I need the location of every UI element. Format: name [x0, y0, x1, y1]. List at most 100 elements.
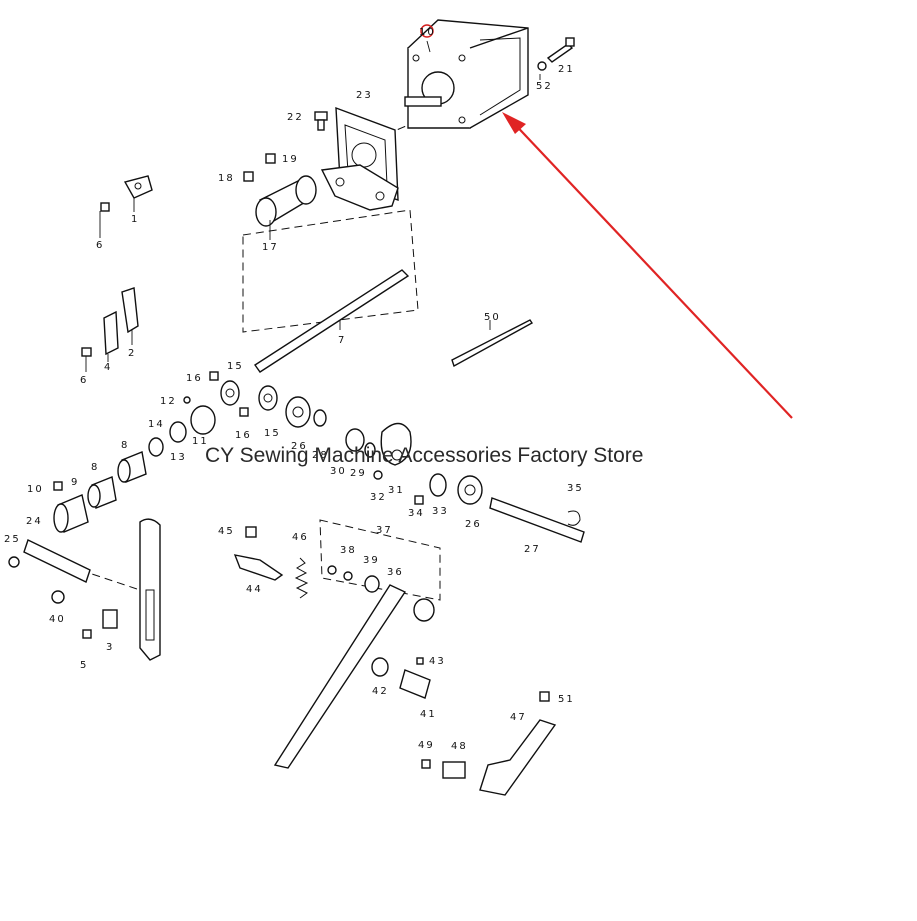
shaft-part-7 — [254, 269, 410, 373]
screw-part-16-left — [209, 371, 219, 381]
pin-part-36 — [413, 598, 435, 622]
screw-part-12 — [183, 396, 191, 404]
lever-part — [139, 518, 161, 661]
part-label: 28 — [312, 450, 329, 461]
part-label: 18 — [218, 173, 235, 184]
screw-part-21 — [546, 37, 575, 63]
motor-part-10 — [404, 19, 529, 129]
part-label: 48 — [451, 741, 468, 752]
part-label: 52 — [536, 81, 553, 92]
part-label: 3 — [106, 642, 114, 653]
screw-part-40 — [51, 590, 65, 604]
screw-part-18 — [243, 171, 254, 182]
part-label: 15 — [264, 428, 281, 439]
part-label: 14 — [148, 419, 165, 430]
part-label: 21 — [558, 64, 575, 75]
part-label: 33 — [432, 506, 449, 517]
part-label: 34 — [408, 508, 425, 519]
part-label: 42 — [372, 686, 389, 697]
part-label: 6 — [96, 240, 104, 251]
collar-part-33 — [429, 473, 447, 497]
part-label: 16 — [235, 430, 252, 441]
bearing-part-29 — [364, 442, 376, 458]
part-label: 17 — [262, 242, 279, 253]
part-label: 7 — [338, 335, 346, 346]
part-label: 40 — [49, 614, 66, 625]
nut-part-38 — [343, 571, 353, 581]
part-label: 51 — [558, 694, 575, 705]
part-label: 11 — [192, 436, 209, 447]
part-label: 2 — [128, 348, 136, 359]
part-label: 49 — [418, 740, 435, 751]
bracket-part-44 — [233, 554, 284, 581]
screw-part-32 — [373, 470, 383, 480]
part-label: 29 — [350, 468, 367, 479]
pointer-arrow — [502, 112, 793, 419]
screw-part-49 — [421, 759, 431, 769]
screw-part-16-right — [239, 407, 249, 417]
part-label: 1 — [131, 214, 139, 225]
store-watermark: CY Sewing Machine Accessories Factory St… — [205, 444, 644, 467]
coupling-part-17 — [255, 175, 317, 227]
part-label: 22 — [287, 112, 304, 123]
part-label: 23 — [356, 90, 373, 101]
part-label: 16 — [186, 373, 203, 384]
screw-part-small — [327, 565, 337, 575]
part-label: 45 — [218, 526, 235, 537]
part-label: 19 — [282, 154, 299, 165]
part-label: 47 — [510, 712, 527, 723]
leader-lines — [85, 40, 541, 372]
bracket-part-47 — [479, 719, 557, 796]
spring-part-46 — [294, 557, 309, 599]
pin-part-41 — [399, 669, 431, 699]
part-label: 32 — [370, 492, 387, 503]
part-label: 38 — [340, 545, 357, 556]
part-label: 25 — [4, 534, 21, 545]
bracket-part — [320, 164, 399, 211]
cable-tie-part-50 — [451, 319, 534, 368]
part-label: 8 — [121, 440, 129, 451]
part-label: 31 — [388, 485, 405, 496]
collar-part-15-left — [220, 380, 240, 406]
block-part-3 — [102, 609, 118, 629]
washer-part-52 — [537, 61, 547, 71]
clamp-part-1 — [123, 175, 153, 199]
part-label: 37 — [376, 525, 393, 536]
part-label: 10 — [27, 484, 44, 495]
part-label: 26 — [465, 519, 482, 530]
roller-part-8-bottom — [87, 476, 117, 509]
collar-part-15-right — [258, 385, 278, 411]
link-part-24 — [23, 539, 91, 583]
screw-part-25 — [8, 556, 20, 568]
plate-part-2 — [121, 287, 139, 334]
bearing-part-11 — [190, 405, 216, 435]
bearing-part-30 — [345, 428, 365, 452]
part-label: 4 — [104, 362, 112, 373]
washer-part-28 — [313, 409, 327, 427]
part-label: 6 — [80, 375, 88, 386]
roller-part-8-top — [117, 451, 147, 483]
bearing-part-13 — [169, 421, 187, 443]
lever-arm-part — [273, 584, 407, 769]
screw-part-22 — [314, 111, 328, 131]
part-labels: 1 2 3 4 5 6 6 7 8 8 9 10 11 12 13 14 15 … — [4, 27, 582, 752]
part-label: 12 — [160, 396, 177, 407]
part-label: 9 — [71, 477, 79, 488]
washer-part-14 — [148, 437, 164, 457]
part-label: 50 — [484, 312, 501, 323]
pulley-part-26-right — [457, 475, 483, 505]
part-label: 44 — [246, 584, 263, 595]
part-label: 13 — [170, 452, 187, 463]
screw-part-19 — [265, 153, 276, 164]
part-label: 5 — [80, 660, 88, 671]
part-label: 26 — [291, 441, 308, 452]
part-label: 43 — [429, 656, 446, 667]
screw-part-43 — [416, 657, 424, 665]
part-label: 15 — [227, 361, 244, 372]
screw-part-45 — [245, 526, 257, 538]
washer-part-42 — [371, 657, 389, 677]
part-label: 36 — [387, 567, 404, 578]
pulley-part-26-left — [285, 396, 311, 428]
clip-part-35 — [567, 510, 581, 526]
